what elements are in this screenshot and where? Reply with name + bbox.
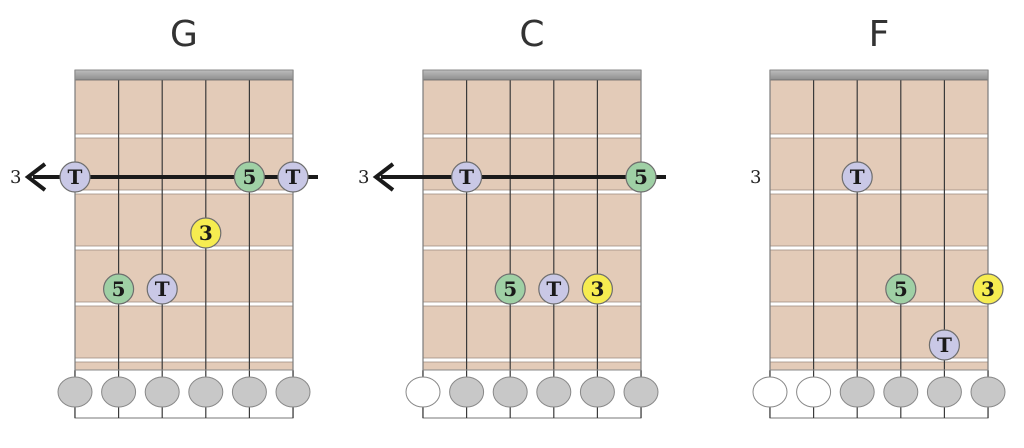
note-dot-circle — [494, 273, 526, 305]
open-string-marker — [796, 376, 832, 408]
note-dot-circle — [581, 273, 614, 305]
muted-string-marker — [536, 376, 572, 408]
muted-string-marker — [57, 376, 93, 408]
note-dot-circle — [59, 161, 91, 193]
note-dot-label: 3 — [981, 277, 995, 301]
chord-name: F — [869, 14, 890, 55]
muted-string-marker — [188, 376, 224, 408]
note-dot-label: T — [850, 165, 865, 189]
nut-bar — [74, 69, 294, 81]
note-dot-fifth: 5 — [885, 273, 917, 305]
fret-line — [75, 302, 293, 306]
fret-line — [770, 190, 988, 194]
note-dot-tonic: T — [451, 161, 483, 193]
note-dot-label: 5 — [894, 277, 908, 301]
note-dot-circle — [146, 273, 178, 305]
fret-line — [75, 134, 293, 138]
note-dot-fifth: 5 — [625, 161, 657, 193]
note-dot-third: 3 — [190, 217, 222, 249]
fret-number-label: 3 — [750, 167, 761, 188]
fretboard — [423, 70, 641, 370]
note-dot-label: T — [546, 277, 561, 301]
fret-number-label: 3 — [10, 167, 21, 188]
muted-string-marker — [492, 376, 528, 408]
note-dot-label: 5 — [242, 165, 256, 189]
muted-string-marker — [275, 376, 311, 408]
fret-line — [75, 246, 293, 250]
fret-line — [770, 302, 988, 306]
note-dot-circle — [885, 273, 917, 305]
fret-line — [423, 134, 641, 138]
muted-string-marker — [839, 376, 875, 408]
fret-line — [423, 190, 641, 194]
muted-string-marker — [970, 376, 1006, 408]
note-dot-label: T — [937, 333, 952, 357]
note-dot-label: T — [286, 165, 301, 189]
note-dot-circle — [928, 329, 961, 361]
arrow-left-icon — [24, 162, 47, 192]
note-dot-label: 5 — [503, 277, 517, 301]
note-dot-label: T — [155, 277, 170, 301]
muted-string-marker — [579, 376, 615, 408]
note-dot-tonic: T — [277, 161, 309, 193]
note-dot-fifth: 5 — [494, 273, 526, 305]
note-dot-third: 3 — [972, 273, 1004, 305]
note-dot-label: 3 — [199, 221, 213, 245]
fret-line — [423, 358, 641, 362]
fret-line — [770, 134, 988, 138]
note-dot-circle — [972, 273, 1004, 305]
nut-bar — [769, 69, 989, 81]
note-dot-label: 5 — [112, 277, 126, 301]
open-string-marker — [405, 376, 441, 408]
note-dot-tonic: T — [59, 161, 91, 193]
fret-line — [423, 246, 641, 250]
note-dot-tonic: T — [928, 329, 961, 361]
open-string-marker — [752, 376, 788, 408]
note-dot-circle — [190, 217, 222, 249]
muted-string-marker — [144, 376, 180, 408]
arrow-left-icon — [372, 162, 395, 192]
note-dot-tonic: T — [538, 273, 570, 305]
fret-line — [423, 302, 641, 306]
fret-line — [75, 190, 293, 194]
nut-bar — [422, 69, 642, 81]
chord-name: G — [170, 14, 198, 55]
muted-string-marker — [926, 376, 962, 408]
note-dot-circle — [841, 161, 873, 193]
note-dot-tonic: T — [146, 273, 178, 305]
muted-string-marker — [231, 376, 267, 408]
note-dot-fifth: 5 — [102, 273, 135, 305]
fretboard-outline — [422, 69, 642, 371]
note-dot-circle — [277, 161, 309, 193]
fretboard — [75, 70, 293, 370]
note-dot-fifth: 5 — [233, 161, 265, 193]
fret-number-label: 3 — [358, 167, 369, 188]
fret-line — [770, 358, 988, 362]
fret-line — [75, 358, 293, 362]
note-dot-tonic: T — [841, 161, 873, 193]
note-dot-label: T — [459, 165, 474, 189]
fretboard-outline — [769, 69, 989, 371]
muted-string-marker — [101, 376, 137, 408]
note-dot-third: 3 — [581, 273, 614, 305]
note-dot-label: 5 — [634, 165, 648, 189]
muted-string-marker — [883, 376, 919, 408]
fretboard-outline — [74, 69, 294, 371]
note-dot-circle — [538, 273, 570, 305]
note-dot-label: T — [68, 165, 83, 189]
note-dot-circle — [625, 161, 657, 193]
note-dot-circle — [102, 273, 135, 305]
muted-string-marker — [449, 376, 485, 408]
fretboard — [770, 70, 988, 370]
note-dot-circle — [451, 161, 483, 193]
chord-name: C — [519, 14, 544, 55]
note-dot-label: 3 — [590, 277, 604, 301]
muted-string-marker — [623, 376, 659, 408]
fret-line — [770, 246, 988, 250]
note-dot-circle — [233, 161, 265, 193]
